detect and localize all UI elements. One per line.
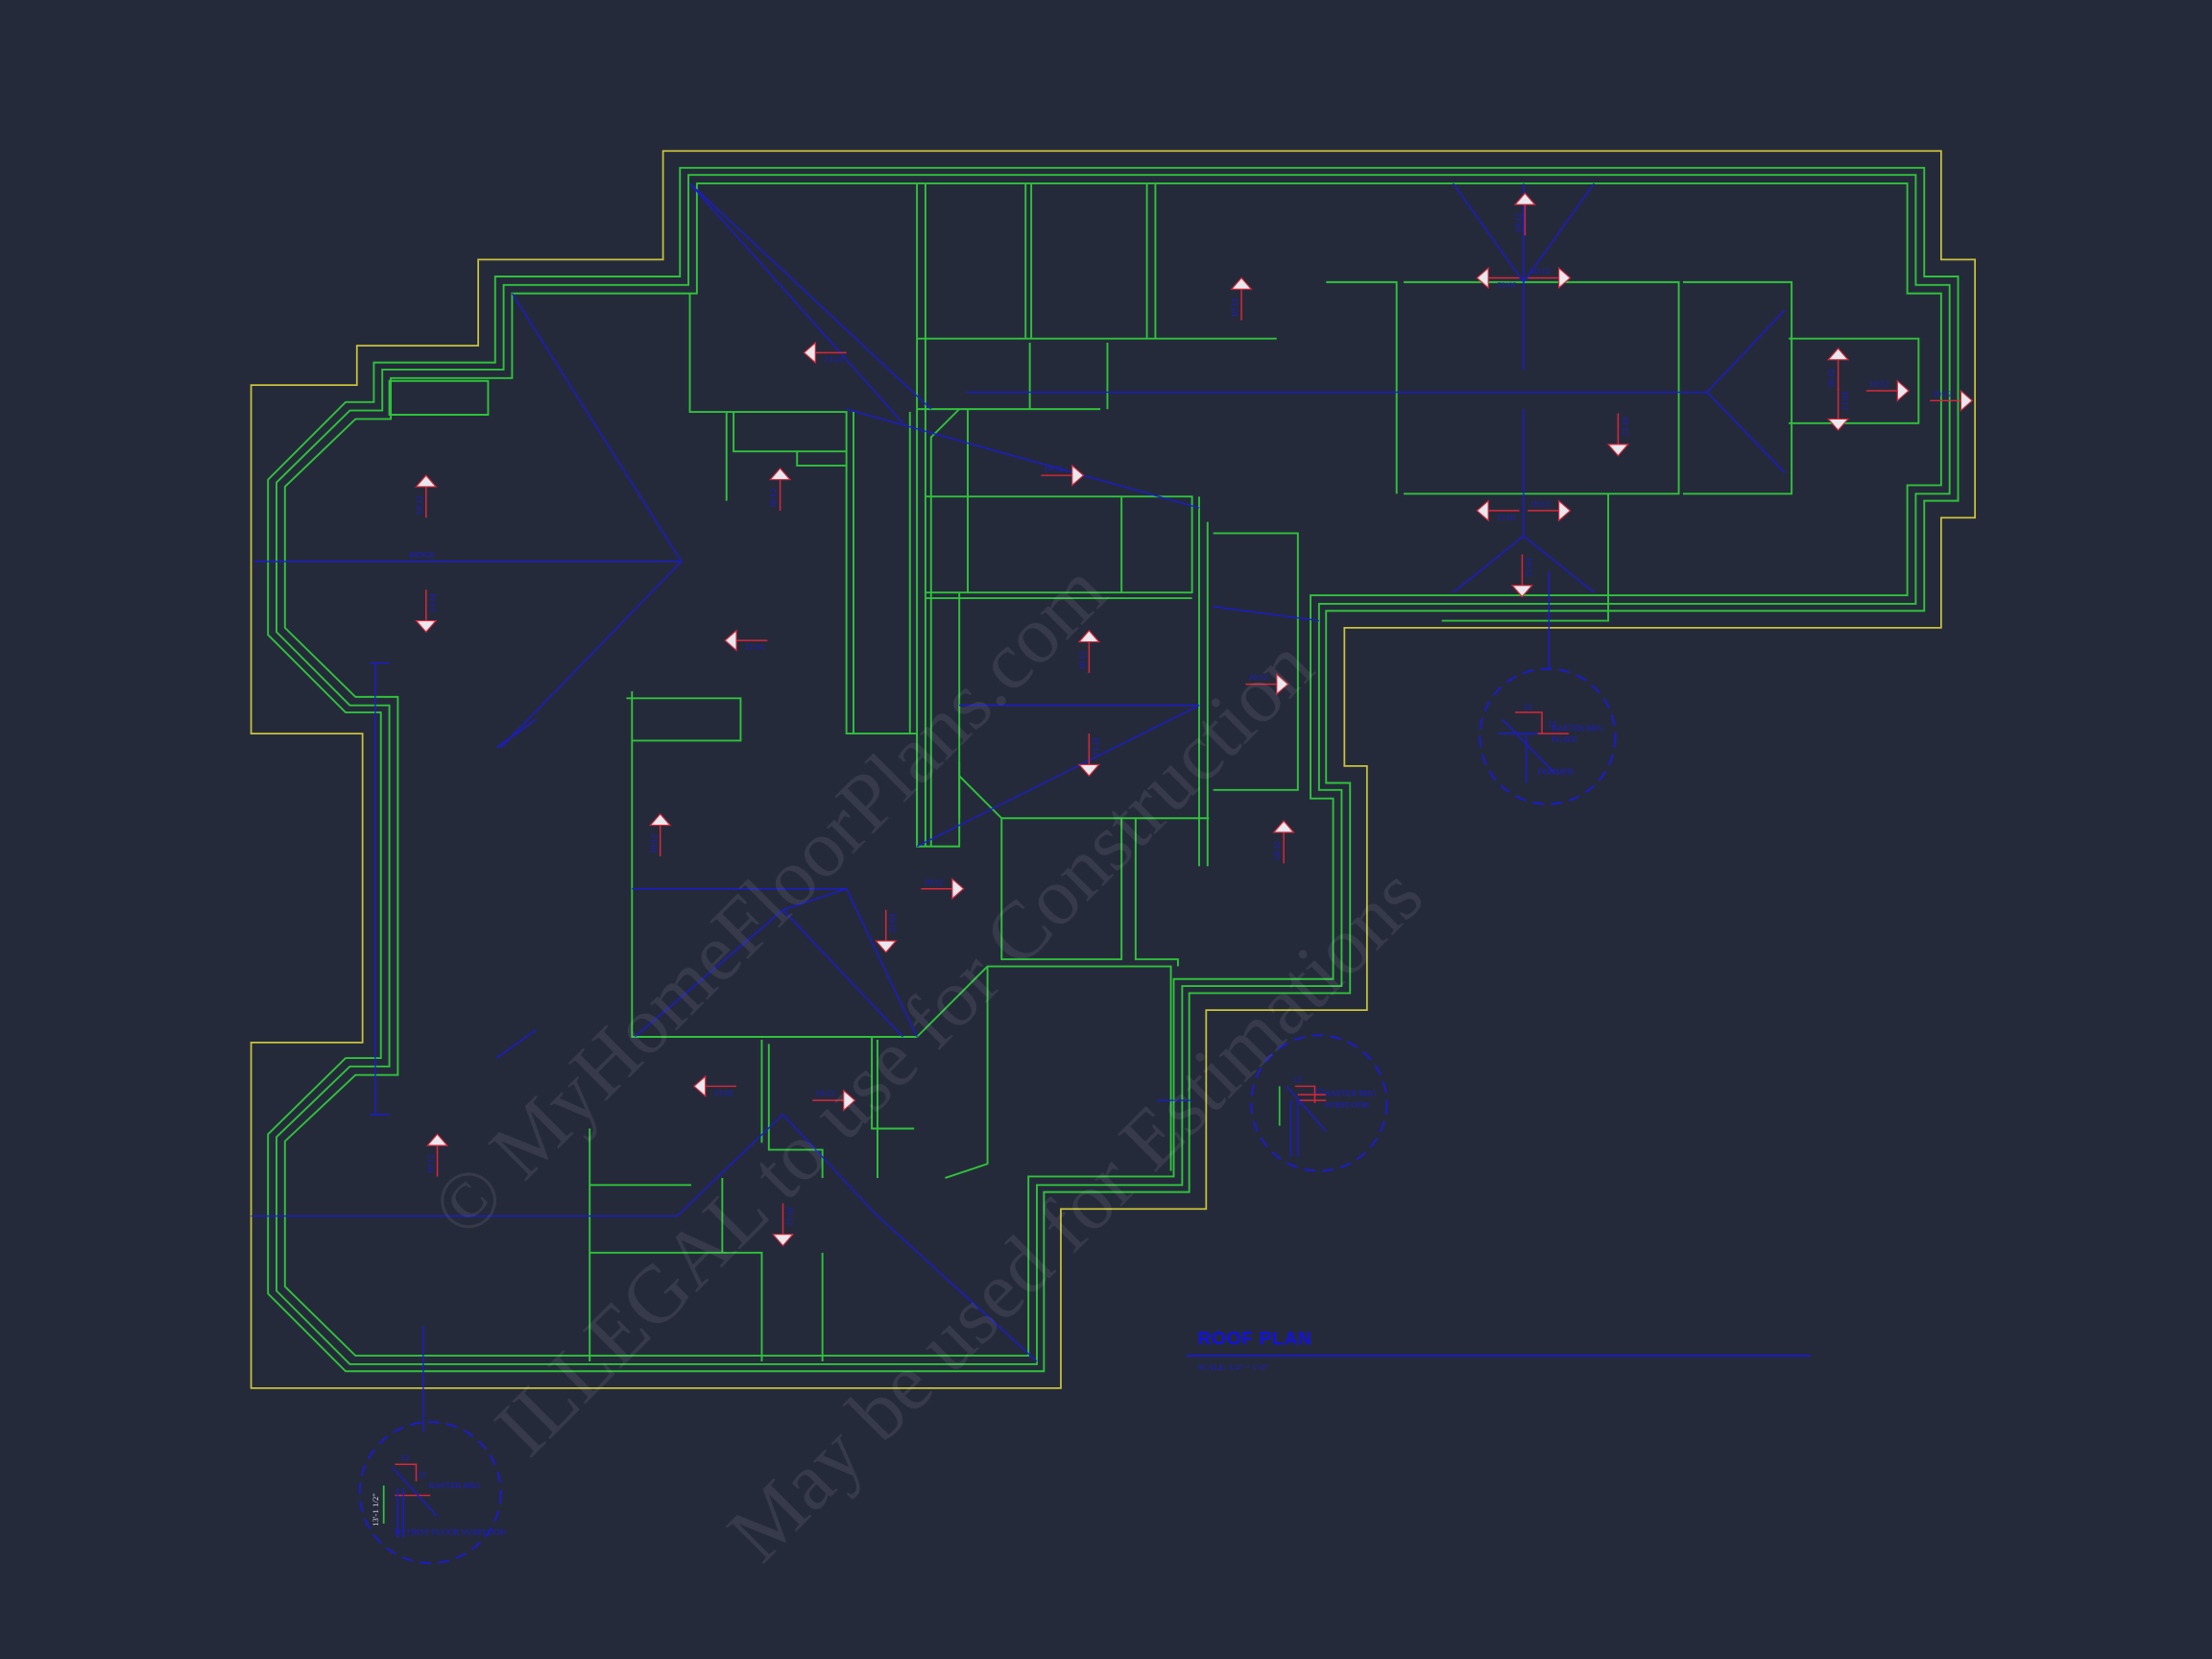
detail-rafter-bearing-plate-dormer: 12 12 RAFTER BRG PLATE DORMER: [1479, 667, 1617, 805]
slope-arrow: 10:12: [875, 909, 898, 953]
slope-label: 10:12: [414, 495, 423, 515]
svg-text:12: 12: [418, 1469, 426, 1479]
slope-arrow: 10:12: [693, 1074, 737, 1098]
svg-text:RAFTER BRG: RAFTER BRG: [429, 1480, 482, 1490]
ridge-label: RIDGE: [409, 549, 435, 559]
slope-label: 10:12: [825, 355, 844, 365]
slope-arrow: 10:12: [1866, 379, 1910, 402]
slope-label: 10:12: [428, 592, 438, 612]
slope-label: 10:12: [1621, 416, 1630, 435]
svg-text:TO FIRST FLOOR SUBFLOOR: TO FIRST FLOOR SUBFLOOR: [394, 1527, 506, 1537]
slope-arrow: 10:12: [1826, 348, 1850, 392]
slope-arrow: 10:12: [724, 629, 768, 653]
slope-label: 10:12: [1498, 513, 1517, 522]
slope-arrow: 10:12: [803, 341, 847, 365]
slope-arrow: 10:12: [1513, 192, 1536, 236]
slope-arrow: 10:12: [1230, 276, 1253, 321]
drawing-title: ROOF PLAN: [1198, 1329, 1312, 1349]
drawing-scale: SCALE: 1/4" = 1'-0": [1198, 1362, 1269, 1372]
svg-text:12: 12: [1314, 1086, 1323, 1095]
slope-label: 10:12: [1272, 841, 1282, 860]
slope-label: 10:12: [714, 1089, 733, 1098]
detail-rafter-bearing-first-floor: 12 12 RAFTER BRG TO FIRST FLOOR SUBFLOOR…: [358, 1421, 506, 1564]
svg-text:13'-1 1/2": 13'-1 1/2": [371, 1493, 380, 1527]
ridge-hip-lines: [251, 182, 1786, 1432]
svg-text:RAFTER BRG: RAFTER BRG: [1325, 1089, 1378, 1098]
svg-text:DORMER: DORMER: [1538, 767, 1575, 777]
slope-label: 10:12: [1840, 391, 1850, 410]
title-block: ROOF PLAN SCALE: 1/4" = 1'-0": [1186, 1329, 1811, 1372]
slope-label: 10:12: [1530, 499, 1550, 509]
slope-arrow: 10:12: [1077, 629, 1100, 673]
exterior-walls: [267, 166, 1960, 1373]
slope-arrow: 10:12: [1930, 389, 1974, 412]
slope-label: 10:12: [888, 913, 898, 932]
slope-arrow: 10:12: [648, 812, 672, 856]
slope-arrow: 10:12: [415, 589, 438, 634]
detail-rafter-bearing-subfloor: 12 12 RAFTER BRG SUBFLOOR: [1250, 1034, 1388, 1172]
slope-label: 10:12: [1826, 369, 1836, 388]
slope-arrow: 10:12: [1476, 266, 1520, 290]
slope-label: 10:12: [1869, 379, 1888, 389]
svg-text:12: 12: [400, 1453, 409, 1462]
slope-arrows: 10:12 10:12 10:12 10:12 10:12 10:12 10:12 10:12…: [414, 192, 1974, 1247]
slope-label: 10:12: [1092, 736, 1101, 756]
slope-arrow: 10:12: [921, 877, 965, 901]
svg-text:RAFTER BRG: RAFTER BRG: [1551, 723, 1604, 733]
slope-arrow: 10:12: [1510, 554, 1534, 598]
watermark: © MyHomeFloorPlans.com ILLEGAL to use fo…: [415, 545, 1440, 1578]
slope-arrow: 10:12: [425, 1133, 449, 1177]
slope-arrow: 10:12: [1527, 499, 1572, 522]
slope-label: 10:12: [1525, 557, 1534, 576]
slope-label: 10:12: [1230, 299, 1239, 318]
svg-text:12: 12: [1548, 719, 1556, 729]
svg-text:12: 12: [1524, 702, 1532, 711]
slope-label: 10:12: [924, 877, 943, 886]
slope-arrow: 10:12: [1827, 388, 1850, 432]
slope-arrow: 10:12: [1527, 266, 1572, 290]
slope-label: 10:12: [785, 1206, 795, 1225]
slope-arrow: 10:12: [771, 1203, 795, 1247]
svg-text:SUBFLOOR: SUBFLOOR: [1325, 1099, 1369, 1109]
svg-text:PLATE: PLATE: [1551, 734, 1576, 744]
slope-label: 10:12: [1530, 266, 1550, 276]
slope-label: 10:12: [1498, 280, 1517, 290]
slope-label: 10:12: [1933, 389, 1952, 398]
svg-text:12: 12: [1293, 1074, 1302, 1084]
slope-arrow: 10:12: [1077, 733, 1101, 778]
slope-label: 10:12: [425, 1154, 435, 1173]
slope-arrow: 10:12: [768, 467, 792, 511]
slope-label: 10:12: [1044, 464, 1063, 473]
slope-label: 10:12: [1077, 651, 1087, 670]
slope-arrow: 10:12: [1041, 464, 1085, 487]
slope-arrow: 10:12: [1606, 413, 1630, 457]
slope-arrow: 10:12: [1272, 820, 1295, 864]
interior-walls: [388, 183, 1920, 1361]
roof-overhang-outline: [250, 150, 1977, 1389]
slope-arrow: 10:12: [1245, 672, 1289, 696]
slope-label: 10:12: [745, 643, 764, 653]
slope-label: 10:12: [648, 834, 658, 854]
slope-label: 10:12: [768, 489, 778, 508]
slope-label: 10:12: [1248, 672, 1267, 682]
slope-arrow: 10:12: [1476, 499, 1520, 522]
slope-arrow: 10:12: [414, 474, 438, 518]
slope-label: 10:12: [815, 1089, 834, 1098]
slope-label: 10:12: [1513, 213, 1523, 232]
slope-arrow: 10:12: [812, 1089, 856, 1112]
